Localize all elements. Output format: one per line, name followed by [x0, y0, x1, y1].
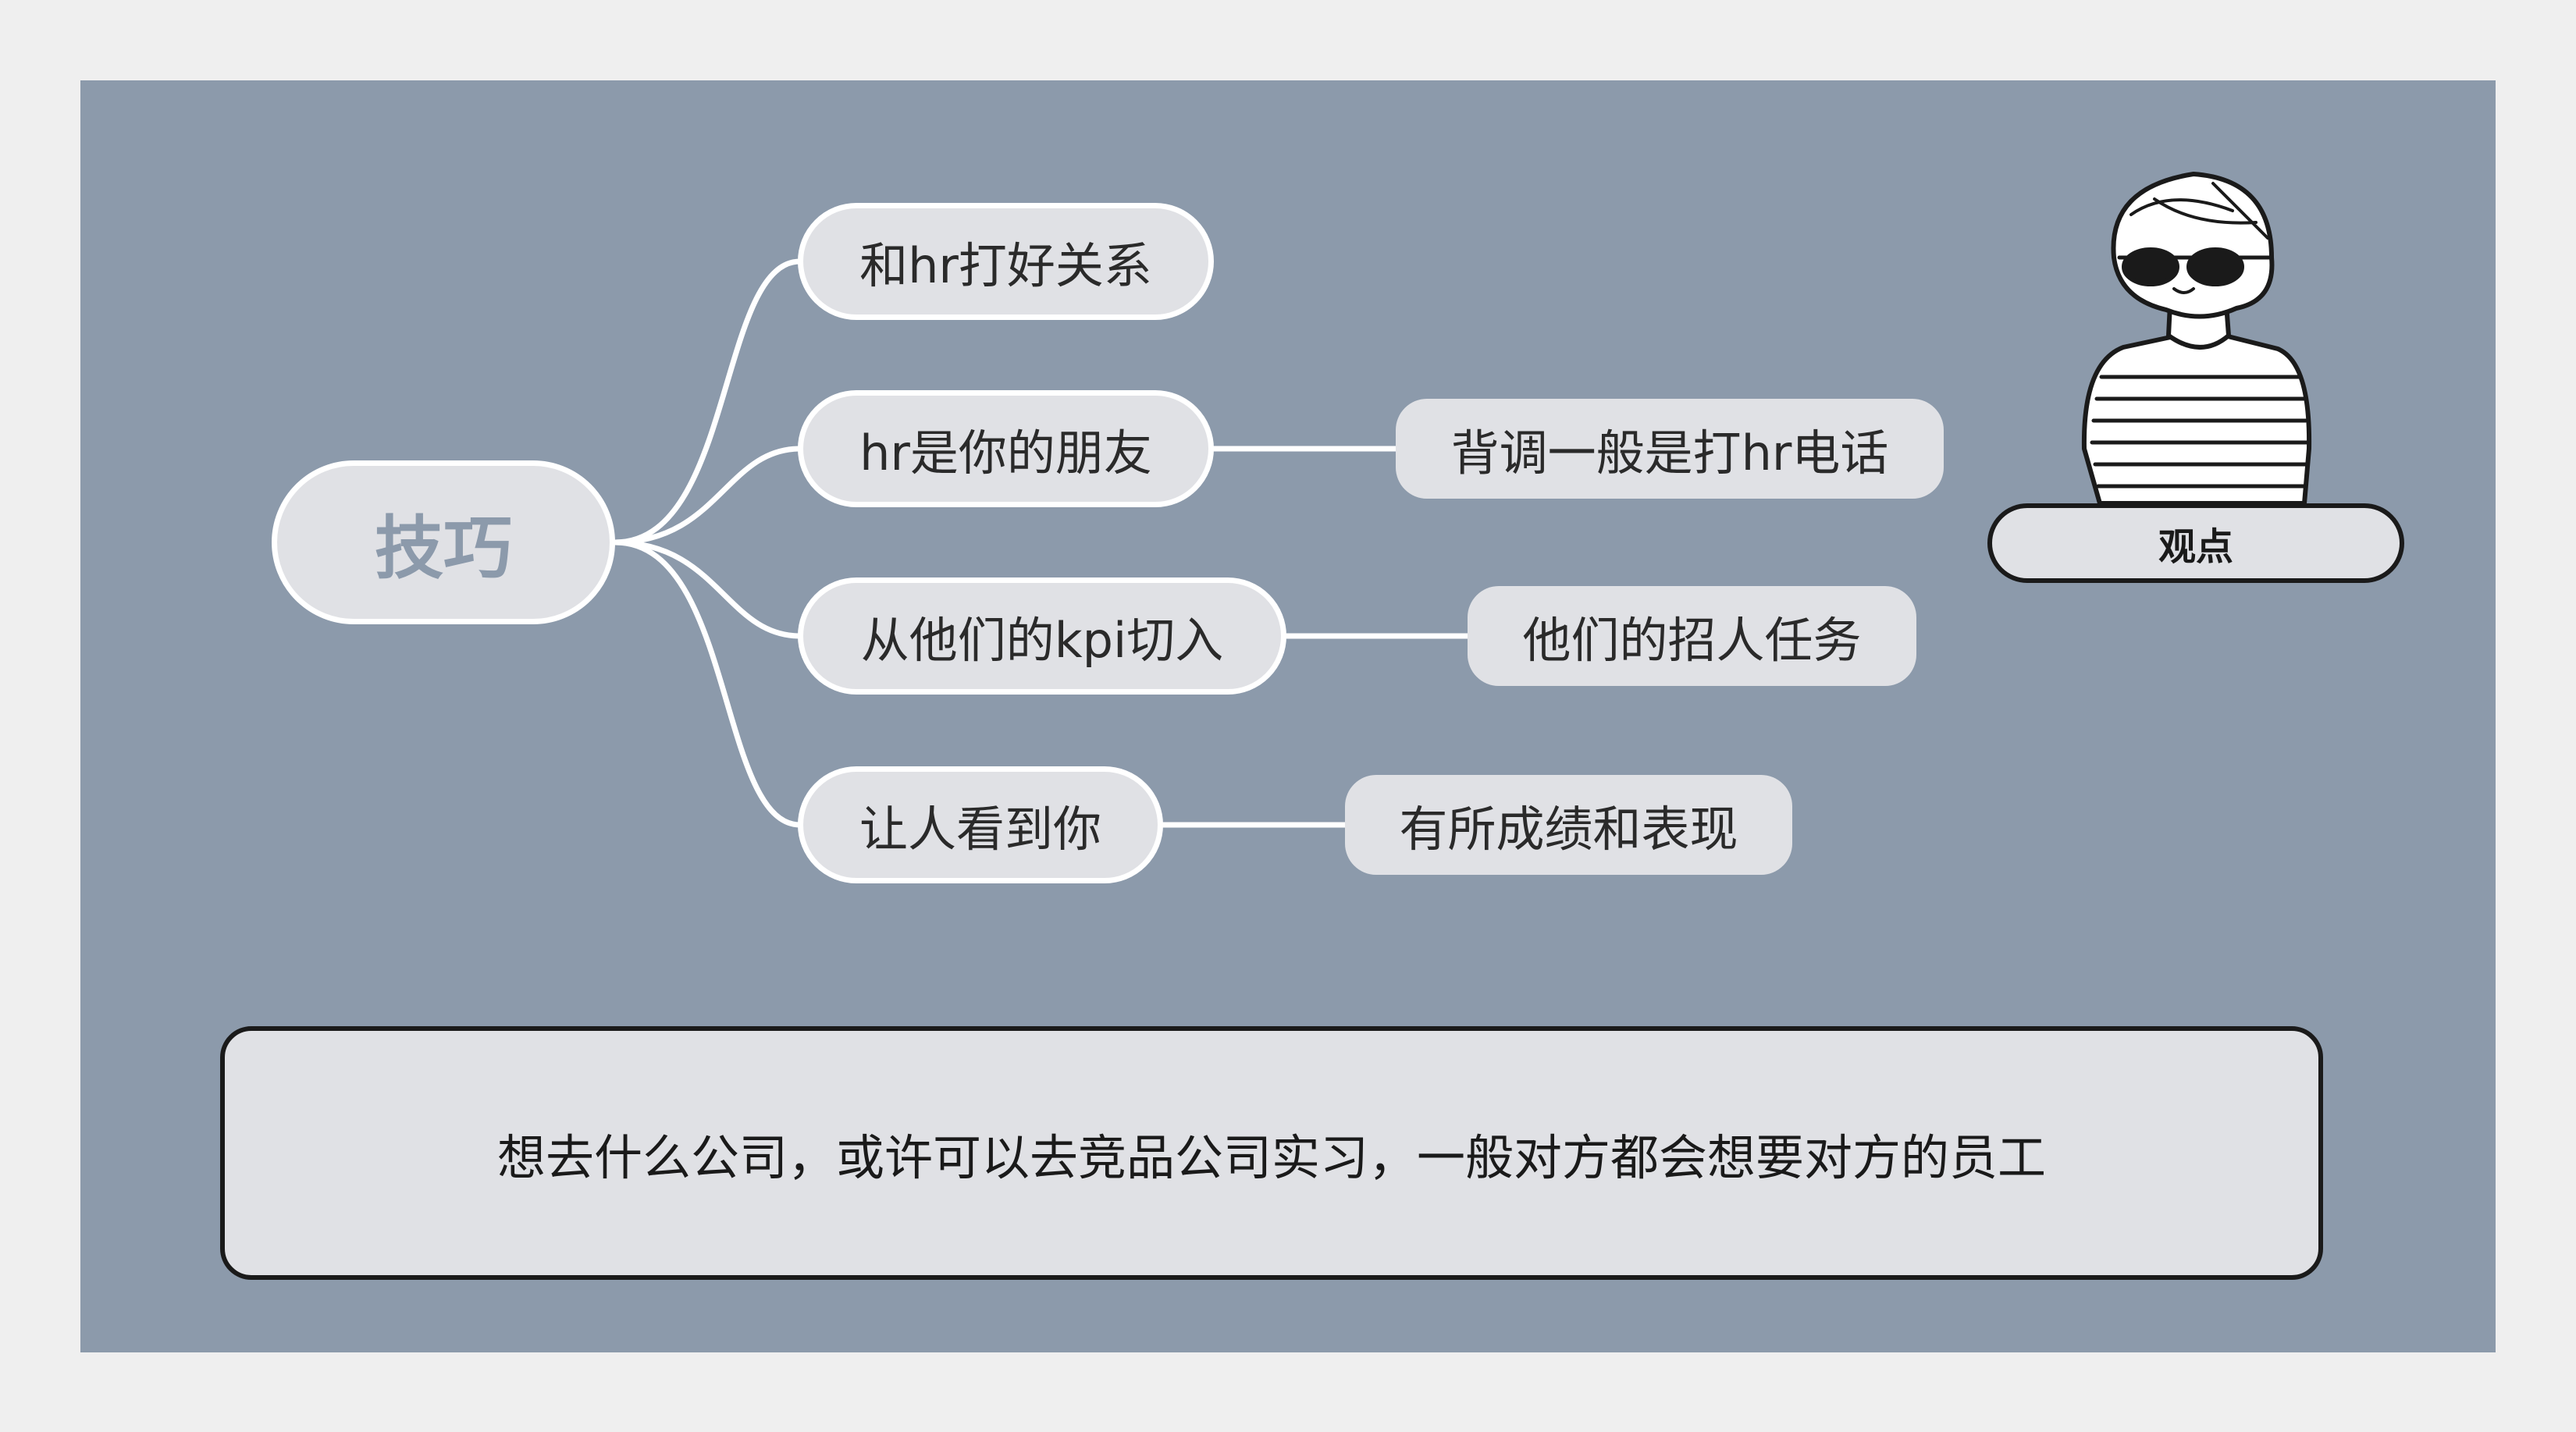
connector-root-branch-3	[612, 539, 803, 639]
leaf-node-background-check[interactable]: 背调一般是打hr电话	[1396, 399, 1944, 499]
branch-node-hr-friend[interactable]: hr是你的朋友	[798, 390, 1214, 507]
leaf-node-achievements[interactable]: 有所成绩和表现	[1345, 775, 1792, 875]
branch-node-kpi[interactable]: 从他们的kpi切入	[798, 577, 1286, 695]
mindmap-root-node[interactable]: 技巧	[272, 460, 615, 624]
branch-node-be-seen[interactable]: 让人看到你	[798, 766, 1163, 883]
leaf-node-hiring-task[interactable]: 他们的招人任务	[1468, 586, 1916, 686]
connector-root-branch-4	[612, 539, 803, 828]
quote-box: 想去什么公司，或许可以去竞品公司实习，一般对方都会想要对方的员工	[220, 1026, 2323, 1280]
quote-text: 想去什么公司，或许可以去竞品公司实习，一般对方都会想要对方的员工	[496, 1128, 2046, 1186]
connector-root-branch-1	[612, 258, 803, 545]
branch-node-hr-relationship[interactable]: 和hr打好关系	[798, 203, 1214, 320]
connector-root-branch-2	[612, 446, 803, 545]
person-with-sunglasses-illustration	[2081, 172, 2312, 506]
viewpoint-label: 观点	[1987, 503, 2404, 583]
